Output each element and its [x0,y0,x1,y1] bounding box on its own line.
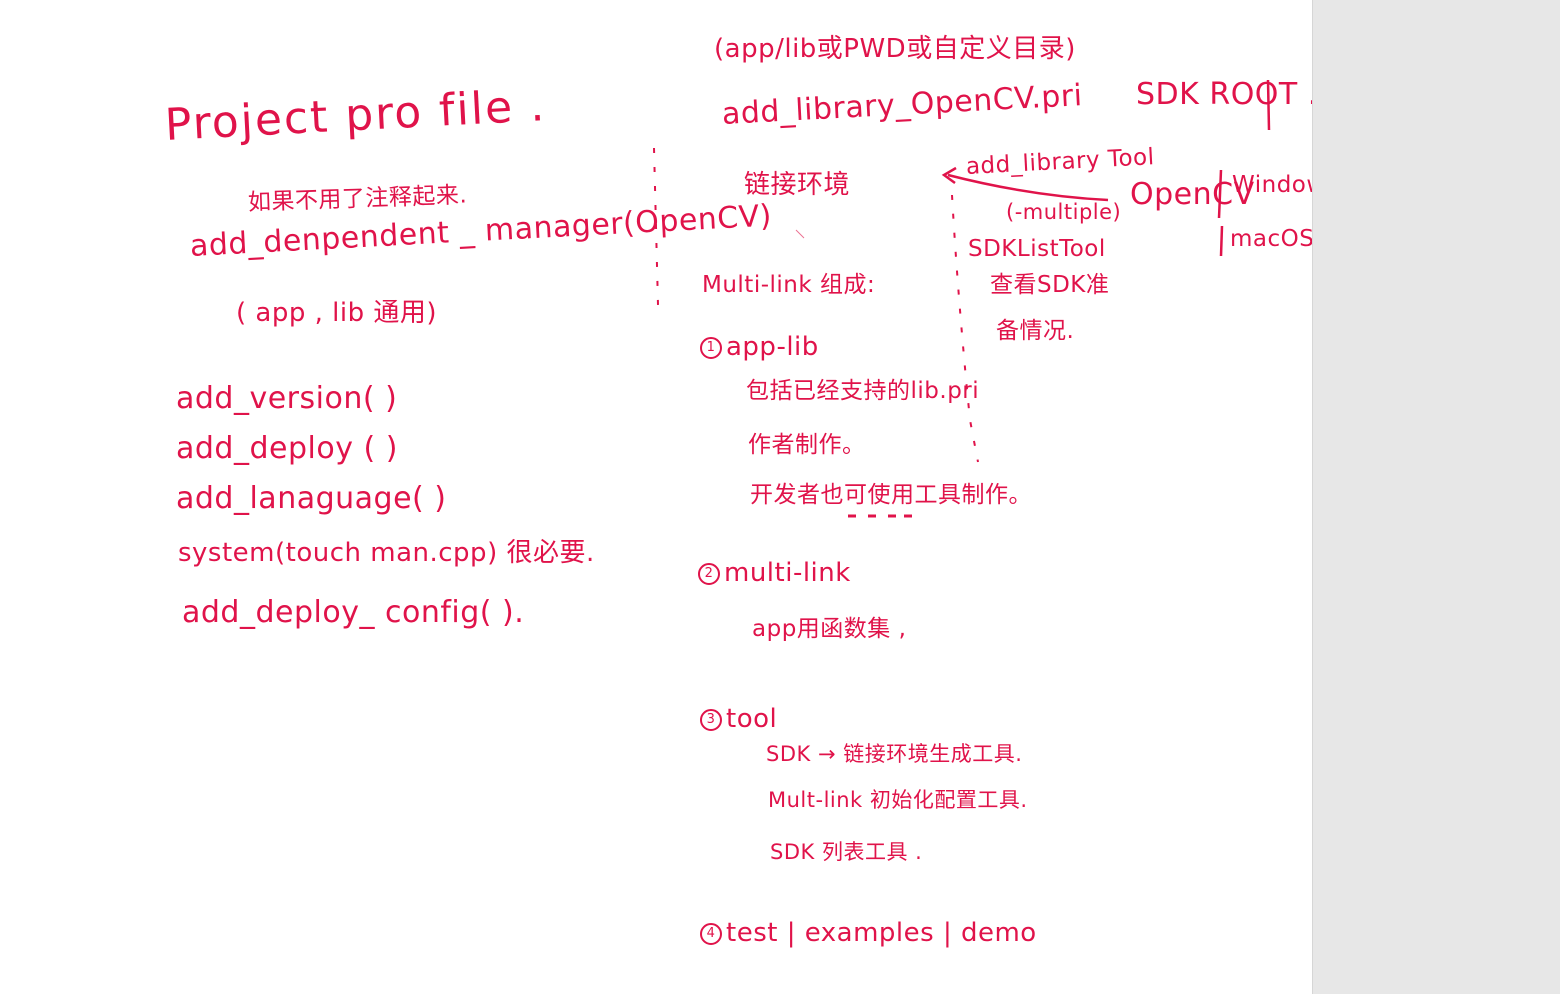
section-line: Mult-link 初始化配置工具. [768,788,1028,812]
section-number: 2 [698,562,720,585]
sdk-list-tool-label: SDKListTool [968,236,1106,262]
app-lib-common-note: ( app , lib 通用) [236,298,438,328]
section-number: 4 [700,922,722,945]
section-number: 3 [700,708,722,731]
platform-macos: macOS [1230,226,1315,252]
section-line: 作者制作。 [748,432,866,458]
function-line: add_version( ) [176,381,398,416]
section-title: app-lib [726,332,819,362]
small-tick [795,229,805,239]
section-line: SDK 列表工具 . [770,840,923,864]
top-dir-note: (app/lib或PWD或自定义目录) [714,34,1076,64]
section-title: tool [726,704,778,734]
check-sdk-line: 备情况. [996,318,1075,344]
check-sdk-line: 查看SDK准 [990,272,1110,298]
function-line: add_deploy ( ) [176,431,398,466]
function-line: add_lanaguage( ) [176,481,447,516]
platform-separator-2 [1219,225,1224,257]
multi-link-title: Multi-link 组成: [702,272,876,298]
project-profile-title: Project pro file . [163,80,548,151]
multiple-flag: (-multiple) [1006,200,1122,224]
scan-margin [1312,0,1560,994]
function-line: system(touch man.cpp) 很必要. [178,538,595,568]
sdk-root-label: SDK ROOT . [1136,77,1318,112]
section-line: app用函数集 , [752,616,907,642]
opencv-label: OpenCV [1130,177,1255,212]
function-line: add_deploy_ config( ). [182,595,525,630]
handwritten-notes-page: Project pro file . 如果不用了注释起来. add_denpen… [163,34,1338,946]
add-library-tool-label: add_library Tool [965,144,1156,180]
section-title: multi-link [724,558,851,588]
section-line: 包括已经支持的lib.pri [746,378,980,404]
section-line: SDK → 链接环境生成工具. [766,742,1023,766]
arrow-head [941,166,957,185]
library-pri-line: add_library_OpenCV.pri [721,78,1084,132]
comment-note: 如果不用了注释起来. [247,182,468,216]
section-number: 1 [700,336,722,359]
platform-windows: Windows [1232,172,1339,198]
section-title: test | examples | demo [726,918,1037,948]
link-env-label: 链接环境 [744,170,851,200]
section-line: 开发者也可使用工具制作。 [750,482,1032,508]
